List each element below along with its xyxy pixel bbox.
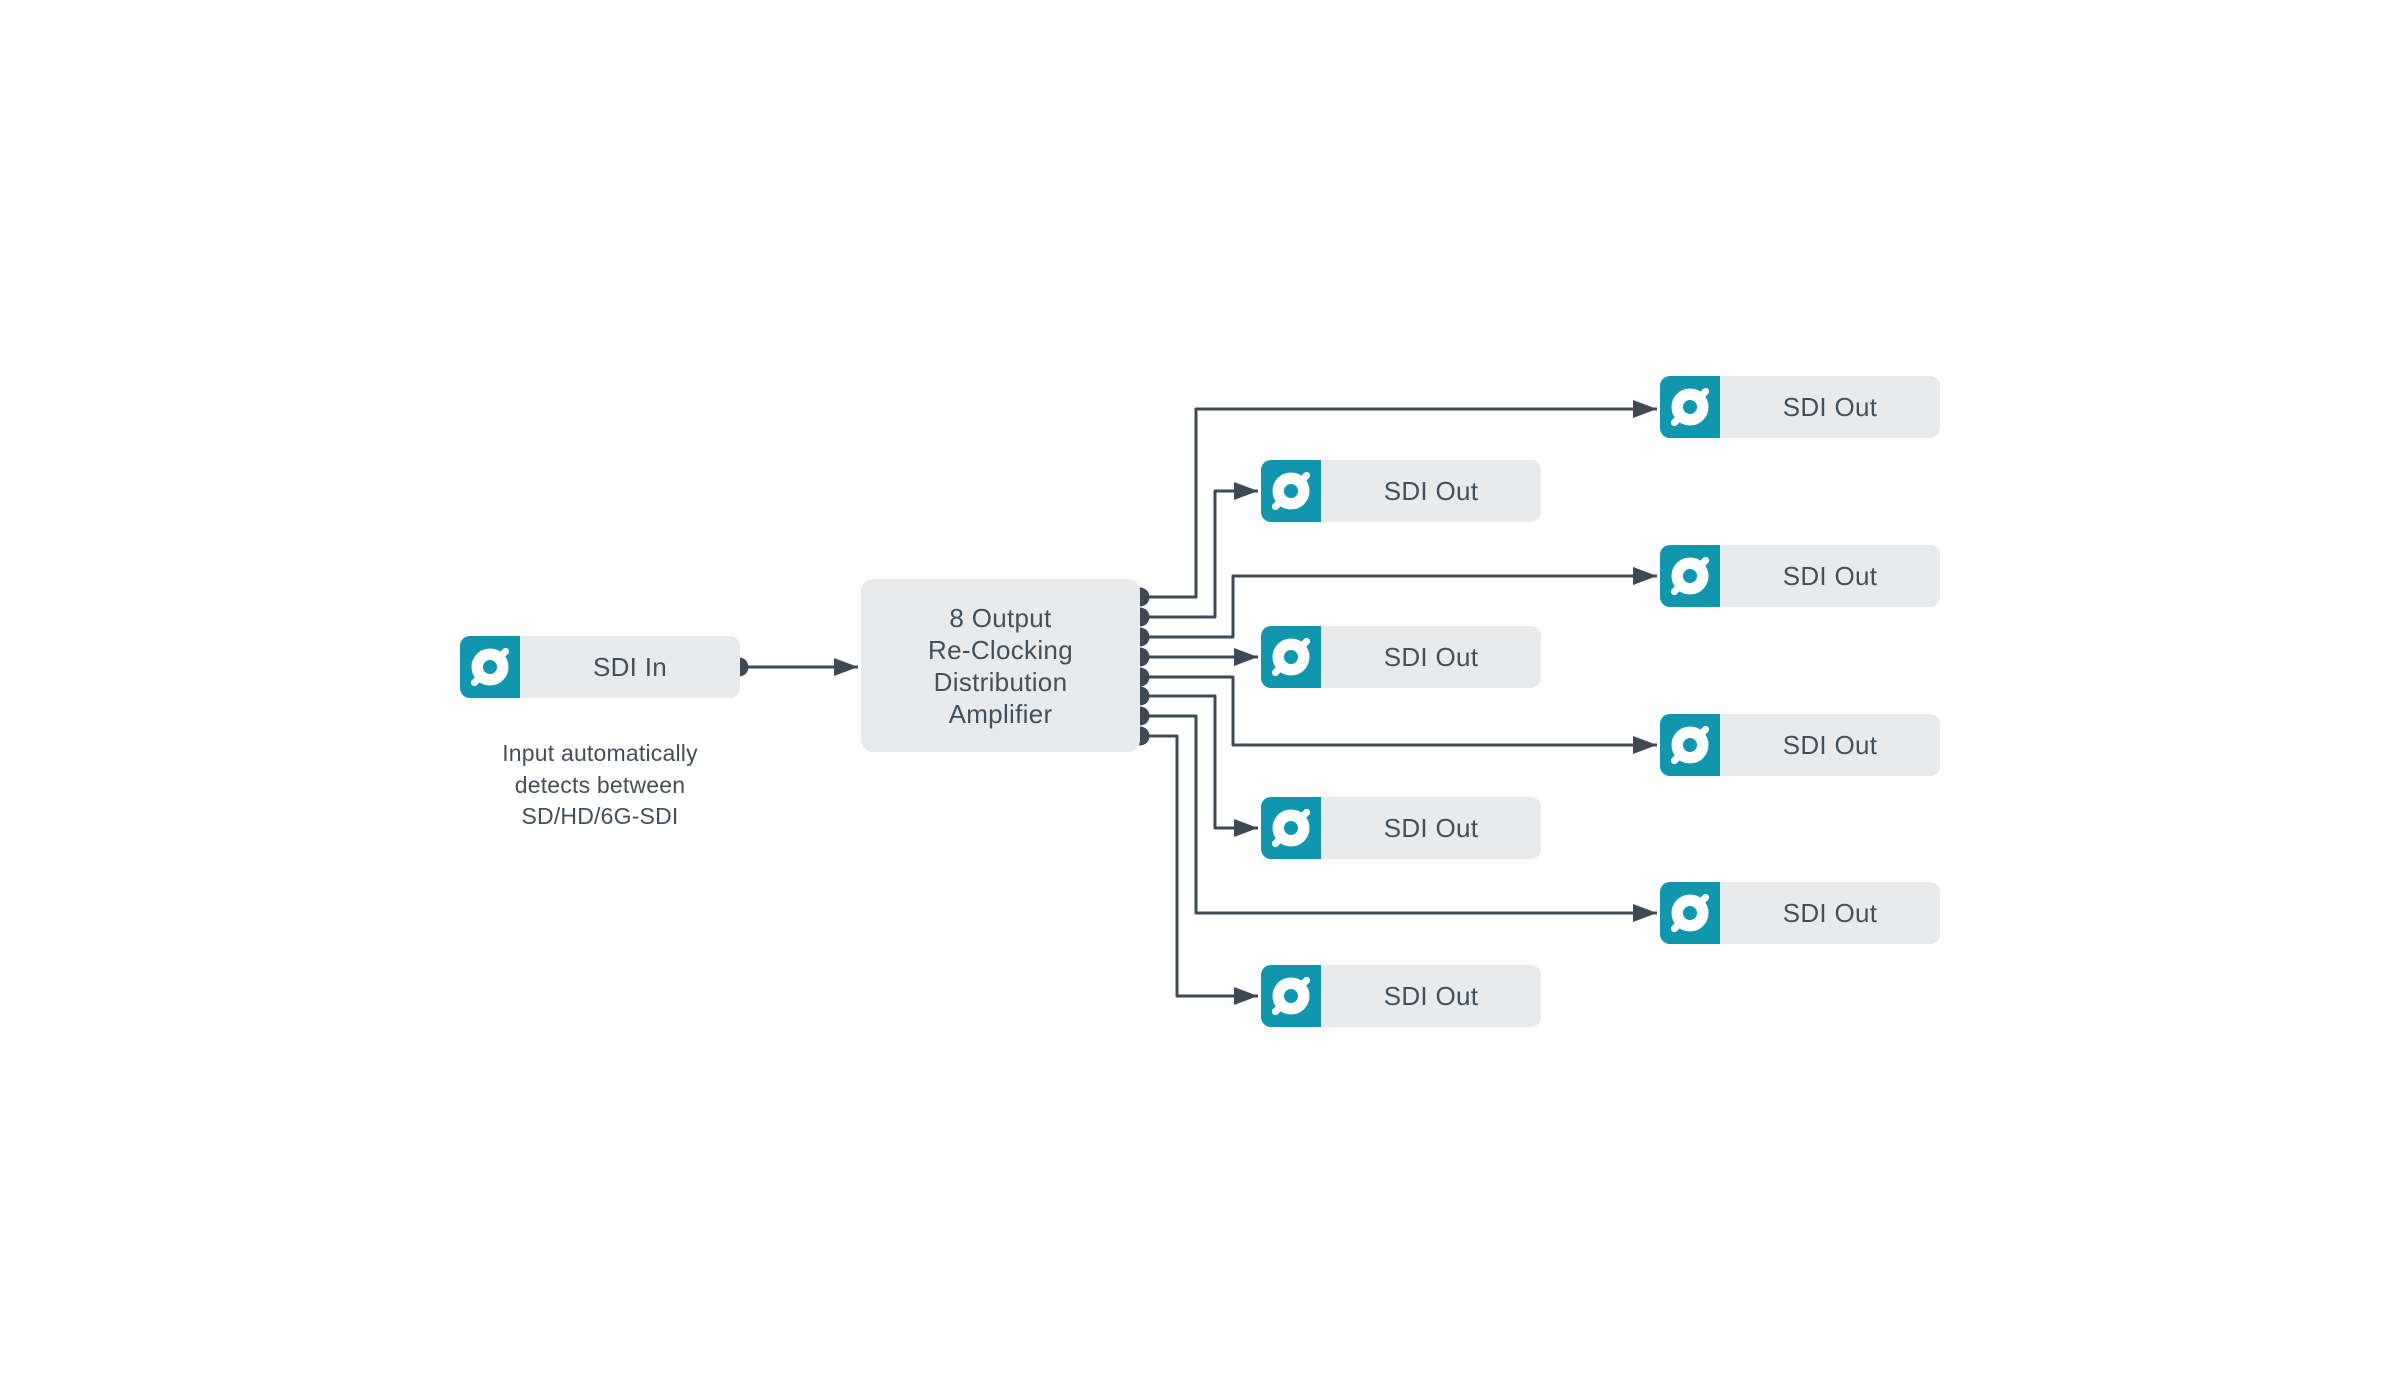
sdi-in-label: SDI In bbox=[520, 636, 740, 698]
sdi-out-node-3: SDI Out bbox=[1660, 545, 1940, 607]
bnc-connector-icon bbox=[1271, 808, 1311, 848]
connector-port7-to-output7 bbox=[1140, 714, 1657, 922]
bnc-connector-icon bbox=[1670, 893, 1710, 933]
sdi-out-4-label: SDI Out bbox=[1321, 626, 1541, 688]
sdi-out-4-icon-box bbox=[1261, 626, 1321, 688]
sdi-out-7-icon-box bbox=[1660, 882, 1720, 944]
sdi-out-node-7: SDI Out bbox=[1660, 882, 1940, 944]
sdi-out-7-label: SDI Out bbox=[1720, 882, 1940, 944]
sdi-out-8-label: SDI Out bbox=[1321, 965, 1541, 1027]
connector-port6-to-output6 bbox=[1140, 694, 1258, 837]
connector-port5-to-output5 bbox=[1140, 675, 1657, 754]
sdi-out-3-label: SDI Out bbox=[1720, 545, 1940, 607]
bnc-connector-icon bbox=[1670, 556, 1710, 596]
bnc-connector-icon bbox=[1670, 387, 1710, 427]
bnc-connector-icon bbox=[1271, 637, 1311, 677]
bnc-connector-icon bbox=[1271, 976, 1311, 1016]
sdi-out-2-icon-box bbox=[1261, 460, 1321, 522]
connector-port8-to-output8 bbox=[1140, 734, 1258, 1005]
sdi-out-1-label: SDI Out bbox=[1720, 376, 1940, 438]
input-caption-line-3: SD/HD/6G-SDI bbox=[521, 803, 679, 829]
sdi-in-icon-box bbox=[460, 636, 520, 698]
sdi-out-node-1: SDI Out bbox=[1660, 376, 1940, 438]
amplifier-line-4: Amplifier bbox=[948, 698, 1053, 729]
input-caption-line-1: Input automatically bbox=[502, 740, 698, 766]
sdi-out-5-icon-box bbox=[1660, 714, 1720, 776]
sdi-out-5-label: SDI Out bbox=[1720, 714, 1940, 776]
connector-port2-to-output2 bbox=[1140, 482, 1258, 619]
sdi-out-node-6: SDI Out bbox=[1261, 797, 1541, 859]
sdi-out-node-2: SDI Out bbox=[1261, 460, 1541, 522]
input-caption-line-2: detects between bbox=[514, 771, 686, 798]
input-caption: Input automatically detects between SD/H… bbox=[430, 738, 770, 833]
sdi-in-node: SDI In bbox=[460, 636, 740, 698]
sdi-out-node-5: SDI Out bbox=[1660, 714, 1940, 776]
amplifier-line-1: 8 Output bbox=[949, 602, 1052, 633]
sdi-out-3-icon-box bbox=[1660, 545, 1720, 607]
sdi-out-6-label: SDI Out bbox=[1321, 797, 1541, 859]
connector-port3-to-output3 bbox=[1140, 567, 1657, 639]
sdi-out-node-4: SDI Out bbox=[1261, 626, 1541, 688]
amplifier-line-3: Distribution bbox=[933, 666, 1068, 697]
sdi-out-1-icon-box bbox=[1660, 376, 1720, 438]
bnc-connector-icon bbox=[1271, 471, 1311, 511]
bnc-connector-icon bbox=[1670, 725, 1710, 765]
sdi-out-node-8: SDI Out bbox=[1261, 965, 1541, 1027]
sdi-out-2-label: SDI Out bbox=[1321, 460, 1541, 522]
bnc-connector-icon bbox=[470, 647, 510, 687]
amplifier-node: 8 Output Re-Clocking Distribution Amplif… bbox=[861, 579, 1140, 752]
connector-port1-to-output1 bbox=[1140, 400, 1657, 599]
amplifier-line-2: Re-Clocking bbox=[928, 634, 1073, 665]
sdi-out-6-icon-box bbox=[1261, 797, 1321, 859]
sdi-out-8-icon-box bbox=[1261, 965, 1321, 1027]
